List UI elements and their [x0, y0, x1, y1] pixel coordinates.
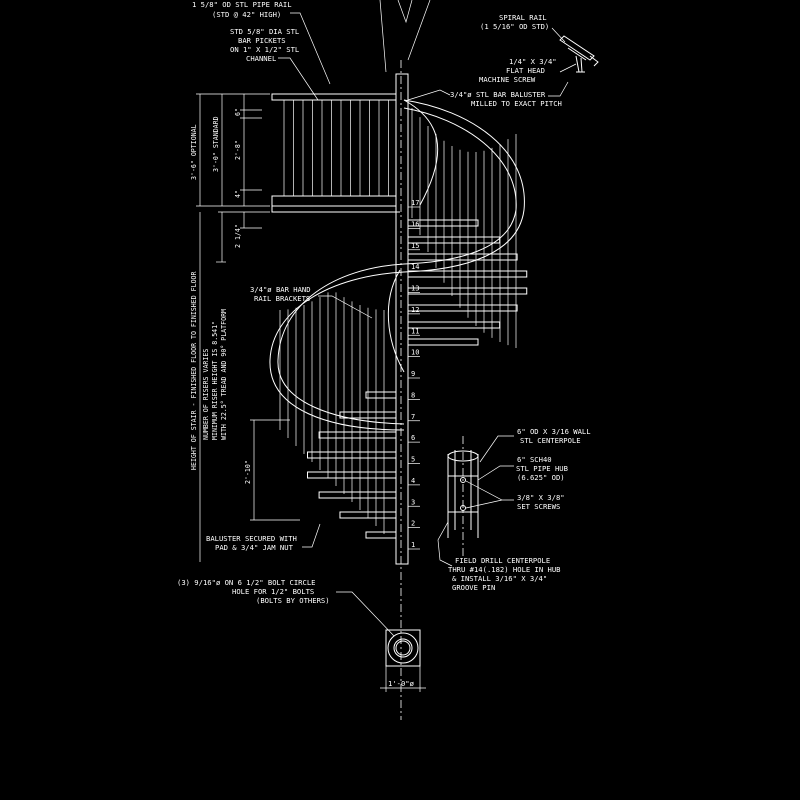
spiral-rail-detail — [559, 35, 599, 73]
baluster-label-1: 3/4"ø STL BAR BALUSTER — [450, 90, 546, 99]
dim-bot: 4" — [234, 190, 242, 198]
bolt-label-2: HOLE FOR 1/2" BOLTS — [232, 587, 314, 596]
dim-top: 6" — [234, 108, 242, 116]
spiral-rail-label-1: SPIRAL RAIL — [499, 13, 547, 22]
riser-number: 17 — [411, 199, 419, 207]
riser-number: 2 — [411, 520, 415, 528]
baluster-label-2: MILLED TO EXACT PITCH — [471, 99, 562, 108]
setscrew-label-2: SET SCREWS — [517, 502, 560, 511]
spiral-rail-label-2: (1 5/16" OD STD) — [480, 22, 549, 31]
base-width-dim: 1'-0"ø — [388, 679, 415, 688]
drill-leader — [437, 521, 453, 567]
centerpole-label-1: 6" OD X 3/16 WALL — [517, 427, 591, 436]
risers-label-1: NUMBER OF RISERS VARIES — [202, 349, 210, 440]
tread-right — [407, 270, 528, 278]
tread-right — [407, 219, 479, 227]
riser-number: 5 — [411, 456, 415, 464]
pipe-rail-label: 1 5/8" OD STL PIPE RAIL — [192, 0, 292, 9]
platform-pickets — [283, 100, 389, 196]
drill-label-2: THRU #14(.182) HOLE IN HUB — [448, 565, 561, 574]
risers-label-3: WITH 22.5° TREAD AND 90° PLATFORM — [220, 309, 228, 440]
secured-leader — [302, 523, 321, 548]
riser-number: 12 — [411, 306, 419, 314]
pickets-label-3: ON 1" X 1/2" STL — [230, 45, 299, 54]
tread-right — [407, 253, 518, 261]
riser-number: 11 — [411, 327, 419, 335]
tread-right — [407, 287, 528, 295]
riser-number: 14 — [411, 263, 419, 271]
hub-label-1: 6" SCH40 — [517, 455, 552, 464]
riser-number: 6 — [411, 434, 415, 442]
setscrew-label-1: 3/8" X 3/8" — [517, 493, 565, 502]
tread-right — [407, 304, 518, 312]
pickets-label-2: BAR PICKETS — [238, 36, 286, 45]
tread-left — [365, 531, 397, 539]
screw-label-2: FLAT HEAD — [506, 66, 545, 75]
top-leader-b — [397, 0, 413, 24]
screw-leader — [559, 63, 577, 73]
centerpole — [395, 73, 409, 565]
riser-number: 4 — [411, 477, 415, 485]
dim-mid: 2'-8" — [234, 140, 242, 160]
dimension-lines-left — [196, 93, 270, 263]
riser-number: 7 — [411, 413, 415, 421]
bolt-label-1: (3) 9/16"ø ON 6 1/2" BOLT CIRCLE — [177, 578, 315, 587]
pickets-leader — [278, 57, 319, 101]
pickets-label-1: STD 5/8" DIA STL — [230, 27, 299, 36]
riser-number: 9 — [411, 370, 415, 378]
secured-label-2: PAD & 3/4" JAM NUT — [215, 543, 294, 552]
pickets-label-4: CHANNEL — [246, 54, 276, 63]
baluster-leader-2 — [407, 89, 451, 101]
centerpole-leader — [479, 435, 514, 463]
hub-label-2: STL PIPE HUB — [516, 464, 568, 473]
centerpole-label-2: STL CENTERPOLE — [520, 436, 581, 445]
brackets-label-2: RAIL BRACKETS — [254, 294, 310, 303]
tread-right — [407, 236, 501, 244]
secured-label-1: BALUSTER SECURED WITH — [206, 534, 297, 543]
tread-right — [407, 338, 479, 346]
riser-number: 1 — [411, 541, 415, 549]
risers-label-2: MINIMUM RISER HEIGHT IS 8.541" — [211, 321, 219, 440]
riser-number: 15 — [411, 242, 419, 250]
dim-gap: 2 1/4" — [234, 224, 242, 248]
baluster-leader — [548, 81, 569, 97]
spiral-handrail — [269, 99, 525, 431]
bolt-label-3: (BOLTS BY OTHERS) — [256, 596, 330, 605]
top-leader-c — [407, 0, 431, 61]
height-label: HEIGHT OF STAIR - FINISHED FLOOR TO FINI… — [190, 271, 198, 470]
riser-number: 8 — [411, 391, 415, 399]
lower-dim-line — [250, 419, 300, 521]
dim-standard: 3'-0" STANDARD — [212, 116, 220, 172]
screw-label-1: 1/4" X 3/4" — [509, 57, 557, 66]
pipe-rail-std-label: (STD @ 42" HIGH) — [212, 10, 281, 19]
drill-label-1: FIELD DRILL CENTERPOLE — [455, 556, 550, 565]
tread-left — [365, 391, 397, 399]
hub-detail — [447, 436, 479, 556]
tread-left — [318, 491, 397, 499]
hub-label-3: (6.625" OD) — [517, 473, 565, 482]
spiral-rail-leader — [551, 27, 566, 43]
riser-number: 10 — [411, 349, 419, 357]
top-platform-railing — [271, 93, 400, 213]
tread-left — [318, 431, 397, 439]
riser-number: 16 — [411, 220, 419, 228]
bolt-leader — [336, 591, 395, 637]
screw-label-3: MACHINE SCREW — [479, 75, 536, 84]
setscrew-leader — [465, 480, 514, 509]
dim-lower: 2'-10" — [244, 460, 252, 484]
stair-balusters — [279, 108, 517, 534]
dim-optional: 3'-6" OPTIONAL — [190, 124, 198, 180]
drill-label-4: GROOVE PIN — [452, 583, 495, 592]
pipe-rail-leader — [290, 12, 331, 85]
tread-right — [407, 321, 501, 329]
drill-label-3: & INSTALL 3/16" X 3/4" — [452, 574, 547, 583]
hub-leader — [477, 465, 514, 481]
brackets-leader — [318, 295, 373, 319]
top-leader-a — [379, 0, 387, 73]
riser-number: 3 — [411, 498, 415, 506]
base-plate — [380, 629, 426, 692]
brackets-label-1: 3/4"ø BAR HAND — [250, 285, 311, 294]
